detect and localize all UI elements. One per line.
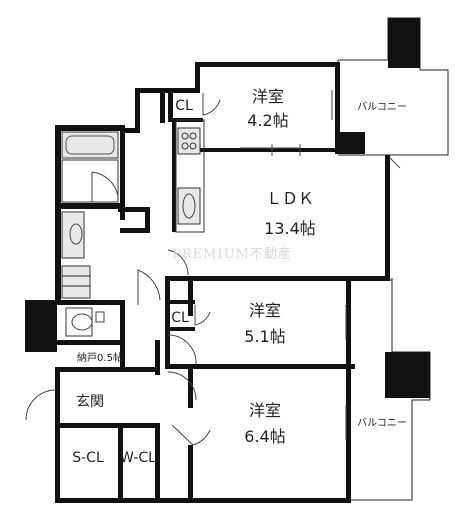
pillar-bottom-right: [385, 352, 430, 398]
storage-label: 納戸0.5帖: [77, 351, 123, 364]
pillar-top-right: [388, 18, 420, 68]
bathtub: [61, 131, 119, 159]
ldk-name: ＬＤＫ: [266, 189, 314, 208]
walls: [25, 62, 390, 503]
room-a-size: 4.2帖: [247, 111, 288, 130]
closet-top-label: CL: [175, 98, 193, 114]
room-b-size: 5.1帖: [244, 327, 285, 346]
room-b-name: 洋室: [249, 301, 281, 320]
room-a-name: 洋室: [252, 87, 284, 106]
walkin-closet-label: W-CL: [120, 450, 156, 466]
closet-mid-label: CL: [171, 310, 189, 326]
ldk-size: 13.4帖: [264, 219, 316, 238]
watermark: PREMIUM不動産: [172, 246, 292, 262]
doors: [25, 90, 401, 446]
stove: [177, 127, 201, 155]
balcony-bottom-label: バルコニー: [357, 417, 407, 429]
room-c-size: 6.4帖: [244, 427, 285, 446]
kitchen-counter: [175, 119, 205, 233]
toilet: [65, 307, 105, 337]
shoe-closet-label: S-CL: [72, 450, 104, 466]
washbasin: [61, 211, 85, 259]
room-c-name: 洋室: [249, 401, 281, 420]
balcony-top-label: バルコニー: [357, 101, 407, 113]
shower-room: [61, 159, 119, 203]
entrance-label: 玄関: [76, 393, 104, 410]
kitchen-sink: [177, 187, 201, 225]
washing-machine: [61, 265, 91, 299]
